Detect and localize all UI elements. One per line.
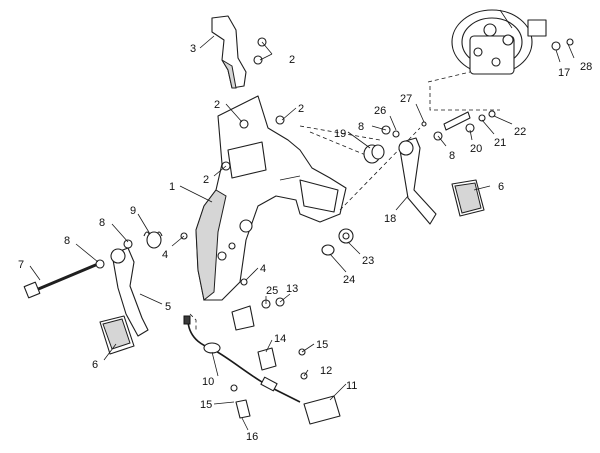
callout-21: 21 xyxy=(494,137,506,149)
cable-bracket-upper xyxy=(257,347,277,371)
callout-19: 19 xyxy=(334,128,346,140)
callout-8-mid: 8 xyxy=(99,217,105,229)
pedal-bushing xyxy=(321,244,335,256)
return-spring-right xyxy=(363,144,385,164)
callout-15-lower: 15 xyxy=(200,399,212,411)
callout-18: 18 xyxy=(384,213,396,225)
brake-booster xyxy=(451,9,547,75)
fasteners xyxy=(95,37,574,392)
callout-20: 20 xyxy=(470,143,482,155)
callout-13: 13 xyxy=(286,283,298,295)
clutch-pedal xyxy=(99,247,149,355)
callout-25: 25 xyxy=(266,285,278,297)
callout-12: 12 xyxy=(320,365,332,377)
callout-24: 24 xyxy=(343,274,355,286)
cable-bracket-plate xyxy=(303,395,341,425)
upper-bracket xyxy=(211,15,247,89)
callout-2-upper-bolts: 2 xyxy=(289,54,295,66)
callout-5: 5 xyxy=(165,301,171,313)
callout-23: 23 xyxy=(362,255,374,267)
pedal-box-bracket xyxy=(195,95,347,301)
pivot-bolt xyxy=(23,262,99,299)
brake-pedal xyxy=(398,137,485,225)
callout-6-right-pad: 6 xyxy=(498,181,504,193)
callout-2-lower-nut: 2 xyxy=(203,174,209,186)
callout-8-left: 8 xyxy=(64,235,70,247)
callout-2-left-nut: 2 xyxy=(214,99,220,111)
leader-lines xyxy=(29,35,575,431)
callout-9: 9 xyxy=(130,205,136,217)
callout-15-upper: 15 xyxy=(316,339,328,351)
callout-11: 11 xyxy=(346,380,357,392)
callout-6-left-pad: 6 xyxy=(92,359,98,371)
return-spring-left xyxy=(143,231,163,249)
callout-26: 26 xyxy=(374,105,386,117)
callout-8-spring: 8 xyxy=(358,121,364,133)
callout-22: 22 xyxy=(514,126,526,138)
callout-14: 14 xyxy=(274,333,286,345)
mounting-block xyxy=(231,305,255,331)
callout-7: 7 xyxy=(18,259,24,271)
callout-4-right: 4 xyxy=(260,263,266,275)
callout-labels: 1 2 2 2 2 3 4 4 5 6 6 7 8 8 8 8 9 10 11 … xyxy=(18,43,592,443)
callout-1: 1 xyxy=(169,181,175,193)
cable-clip xyxy=(235,399,251,419)
pedal-switch xyxy=(338,228,354,244)
callout-2-right-nut: 2 xyxy=(298,103,304,115)
callout-3: 3 xyxy=(190,43,196,55)
callout-27: 27 xyxy=(400,93,412,105)
callout-4-left: 4 xyxy=(162,249,168,261)
callout-28: 28 xyxy=(580,61,592,73)
callout-8-right: 8 xyxy=(449,150,455,162)
callout-16: 16 xyxy=(246,431,258,443)
assembly-guide-lines xyxy=(189,71,500,330)
callout-10: 10 xyxy=(202,376,214,388)
callout-17: 17 xyxy=(558,67,570,79)
